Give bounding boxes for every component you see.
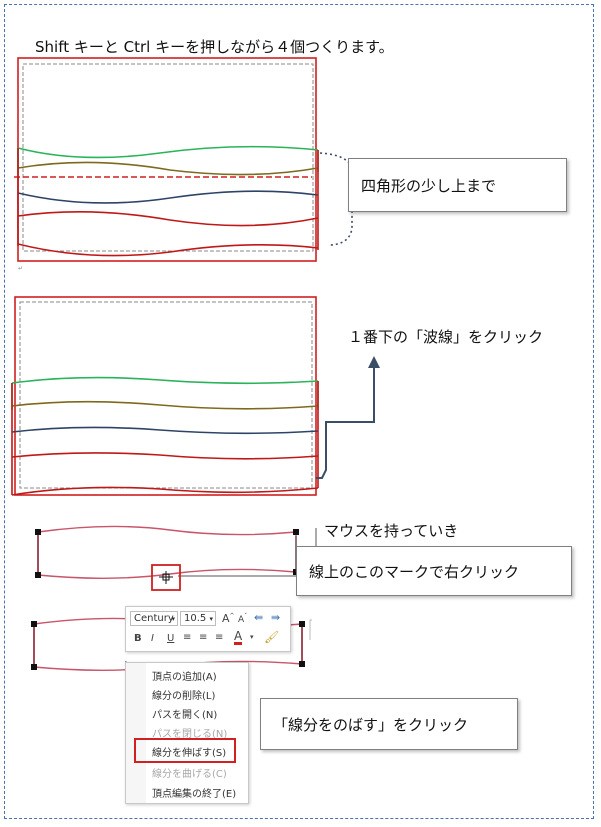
menu-item-add-vertex[interactable]: 頂点の追加(A) <box>152 672 217 683</box>
fig1-brace <box>319 152 353 246</box>
callout-above-rect: 四角形の少し上まで <box>348 158 567 212</box>
font-size-select[interactable]: 10.5 ▾ <box>180 611 216 626</box>
paint-brush-icon[interactable]: 🖌 <box>264 630 280 644</box>
fig1-red-rect <box>17 57 317 262</box>
page-frame <box>4 4 594 819</box>
context-menu: 頂点の追加(A) 線分の削除(L) パスを開く(N) パスを閉じる(N) 線分を… <box>125 662 249 804</box>
callout-above-rect-text: 四角形の少し上まで <box>361 176 497 195</box>
font-size-value: 10.5 <box>184 613 207 624</box>
indent-icon[interactable]: ⇛ <box>271 611 281 624</box>
callout-extend-segment-text: 「線分をのばす」をクリック <box>273 715 469 734</box>
fig2-dashed-rect <box>19 301 313 489</box>
vertex-marker-icon <box>159 571 173 584</box>
menu-item-open-path[interactable]: パスを開く(N) <box>152 710 218 721</box>
fig2-arrow <box>316 368 375 479</box>
step3-text: １番下の「波線」をクリック <box>348 328 544 346</box>
callout-extend-segment: 「線分をのばす」をクリック <box>260 698 518 750</box>
chevron-down-icon: ▾ <box>171 614 175 623</box>
fig2-arrowhead <box>368 356 380 368</box>
svg-text:↵: ↵ <box>18 265 23 272</box>
menu-item-delete-segment[interactable]: 線分の削除(L) <box>152 691 216 702</box>
fig1-olive-wave <box>17 161 319 176</box>
fig2-red-rect <box>14 296 317 496</box>
italic-button[interactable]: I <box>151 633 154 644</box>
underline-button[interactable]: U <box>167 633 175 644</box>
menu-item-straight-segment[interactable]: 線分を伸ばす(S) <box>152 748 227 759</box>
chevron-down-icon: ▾ <box>209 614 213 623</box>
font-name-value: Century <box>134 613 174 624</box>
menu-item-close-path[interactable]: パスを閉じる(N) <box>152 729 228 740</box>
callout-right-click: 線上のこのマークで右クリック <box>296 546 572 596</box>
outdent-icon[interactable]: ⇚ <box>254 611 264 624</box>
mini-toolbar: Century ▾ 10.5 ▾ A^ Aˇ ⇚ ⇛ B I U ≡ ≡ ≡ A… <box>125 606 291 652</box>
bold-button[interactable]: B <box>134 633 142 644</box>
menu-item-curved-segment[interactable]: 線分を曲げる(C) <box>152 769 227 780</box>
grow-font-icon[interactable]: A^ <box>222 612 235 625</box>
chevron-down-icon[interactable]: ▾ <box>250 633 254 641</box>
step1-text: Shift キーと Ctrl キーを押しながら４個つくります。 <box>35 38 394 56</box>
fig1-navy-wave <box>17 190 319 204</box>
vertex-highlight-box <box>151 564 181 591</box>
font-color-button[interactable]: A <box>234 629 243 645</box>
fig1-red-wave-2 <box>17 243 319 257</box>
fig1-red-wave-1 <box>17 211 319 227</box>
menu-item-exit-edit-points[interactable]: 頂点編集の終了(E) <box>152 789 237 800</box>
align-left-icon[interactable]: ≡ <box>183 632 192 643</box>
align-right-icon[interactable]: ≡ <box>215 632 224 643</box>
fig1-green-wave <box>17 145 319 159</box>
align-center-icon[interactable]: ≡ <box>199 632 208 643</box>
font-name-select[interactable]: Century ▾ <box>130 611 178 626</box>
menu-highlight-box <box>134 738 236 763</box>
fig1-dashed-rect <box>22 63 314 252</box>
step4-text: マウスを持っていき <box>324 522 459 540</box>
callout-right-click-text: 線上のこのマークで右クリック <box>309 562 520 581</box>
shrink-font-icon[interactable]: Aˇ <box>238 613 248 625</box>
